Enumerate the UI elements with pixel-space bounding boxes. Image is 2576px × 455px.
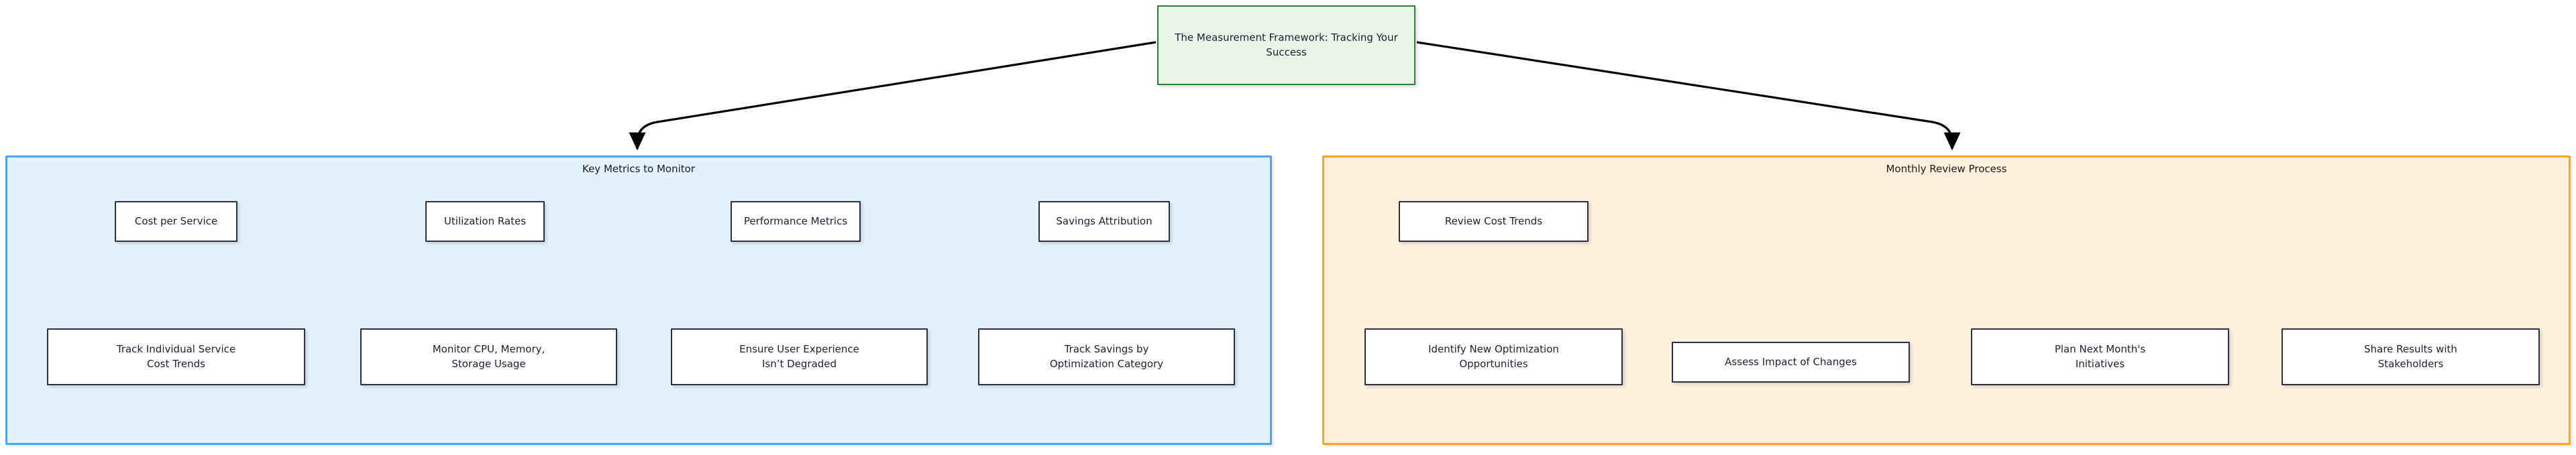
node-cost-per-service[interactable]: Cost per Service [115,201,237,242]
node-share-results-with-stakeholders-label: Share Results with Stakeholders [2364,343,2457,370]
subgraph-monthly-review-title: Monthly Review Process [1886,163,2007,175]
node-root-label: The Measurement Framework: Tracking Your… [1175,31,1398,58]
node-track-individual-service-cost-trends-label: Track Individual Service Cost Trends [116,343,236,370]
node-ensure-user-experience-isnt-degraded-label: Ensure User Experience Isn’t Degraded [739,343,859,370]
node-identify-new-optimization-opportunities-label: Identify New Optimization Opportunities [1428,343,1559,370]
node-track-individual-service-cost-trends[interactable]: Track Individual Service Cost Trends [47,328,305,385]
node-identify-new-optimization-opportunities[interactable]: Identify New Optimization Opportunities [1364,328,1623,385]
node-utilization-rates-label: Utilization Rates [443,214,527,227]
node-plan-next-months-initiatives-label: Plan Next Month's Initiatives [2054,343,2146,370]
subgraph-monthly-review[interactable]: Monthly Review Process [1322,155,2571,445]
node-performance-metrics-label: Performance Metrics [743,214,848,227]
edge-root-to-key-metrics [629,41,1157,151]
node-root[interactable]: The Measurement Framework: Tracking Your… [1157,5,1415,85]
node-plan-next-months-initiatives[interactable]: Plan Next Month's Initiatives [1971,328,2229,385]
node-track-savings-by-optimization-category-label: Track Savings by Optimization Category [1049,343,1164,370]
node-ensure-user-experience-isnt-degraded[interactable]: Ensure User Experience Isn’t Degraded [671,328,928,385]
node-assess-impact-of-changes-label: Assess Impact of Changes [1725,355,1857,368]
node-utilization-rates[interactable]: Utilization Rates [425,201,545,242]
node-monitor-cpu-memory-storage-usage[interactable]: Monitor CPU, Memory, Storage Usage [360,328,617,385]
edge-root-to-monthly-review [1416,41,1961,151]
node-share-results-with-stakeholders[interactable]: Share Results with Stakeholders [2282,328,2540,385]
subgraph-key-metrics-title: Key Metrics to Monitor [582,163,696,175]
node-performance-metrics[interactable]: Performance Metrics [731,201,861,242]
node-cost-per-service-label: Cost per Service [134,214,218,227]
subgraph-key-metrics[interactable]: Key Metrics to Monitor [5,155,1272,445]
node-savings-attribution[interactable]: Savings Attribution [1038,201,1170,242]
node-assess-impact-of-changes[interactable]: Assess Impact of Changes [1672,342,1910,383]
node-monitor-cpu-memory-storage-usage-label: Monitor CPU, Memory, Storage Usage [432,343,545,370]
node-review-cost-trends-label: Review Cost Trends [1444,214,1543,227]
node-track-savings-by-optimization-category[interactable]: Track Savings by Optimization Category [978,328,1235,385]
node-savings-attribution-label: Savings Attribution [1056,214,1152,227]
node-review-cost-trends[interactable]: Review Cost Trends [1399,201,1589,242]
